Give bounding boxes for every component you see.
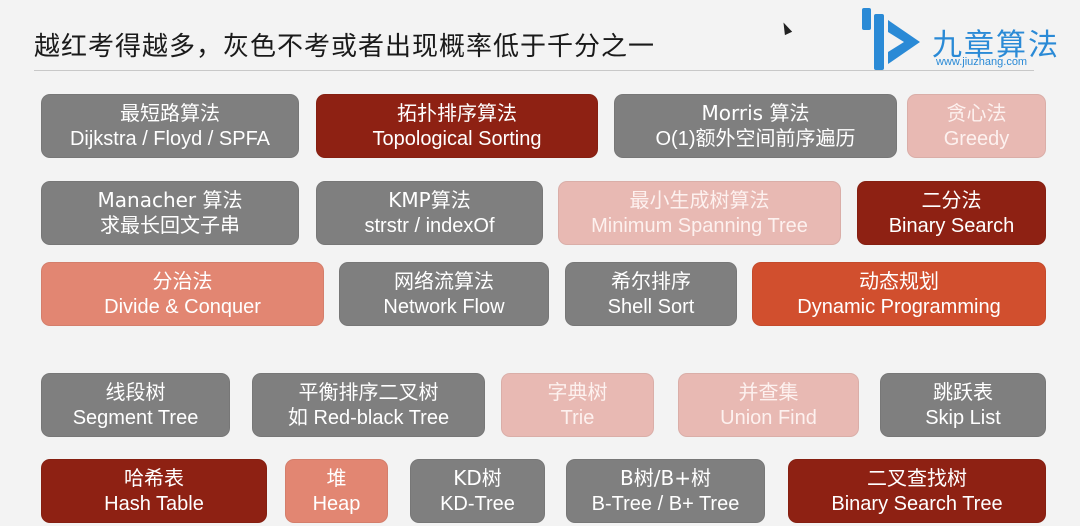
topic-name-cn: 分治法: [152, 268, 213, 293]
topic-name-en: 求最长回文子串: [100, 214, 240, 237]
topic-name-cn: Manacher 算法: [97, 187, 243, 212]
topic-name-en: Binary Search Tree: [831, 492, 1003, 515]
topic-kmp: KMP算法 strstr / indexOf: [316, 181, 543, 245]
topic-shell-sort: 希尔排序 Shell Sort: [565, 262, 737, 326]
topic-balanced-bst: 平衡排序二叉树 如 Red-black Tree: [252, 373, 485, 437]
topic-name-cn: 最小生成树算法: [629, 187, 770, 212]
topic-name-cn: 平衡排序二叉树: [298, 379, 439, 404]
mouse-cursor-icon: [779, 20, 793, 36]
topic-name-en: Minimum Spanning Tree: [591, 214, 808, 237]
topic-hash-table: 哈希表 Hash Table: [41, 459, 267, 523]
topic-kd-tree: KD树 KD-Tree: [410, 459, 545, 523]
logo-url: www.jiuzhang.com: [936, 56, 1028, 68]
topic-greedy: 贪心法 Greedy: [907, 94, 1046, 158]
topic-name-en: Dijkstra / Floyd / SPFA: [69, 127, 271, 150]
topic-name-en: Trie: [560, 406, 595, 429]
topic-name-cn: B树/B+树: [620, 465, 711, 490]
topic-name-en: Binary Search: [888, 214, 1015, 237]
topic-name-cn: 网络流算法: [394, 268, 494, 293]
topic-minimum-spanning-tree: 最小生成树算法 Minimum Spanning Tree: [558, 181, 841, 245]
topic-binary-search: 二分法 Binary Search: [857, 181, 1046, 245]
topic-name-cn: 希尔排序: [611, 268, 691, 293]
topic-name-cn: 跳跃表: [933, 379, 993, 404]
topic-name-cn: 二叉查找树: [867, 465, 967, 490]
topic-name-en: O(1)额外空间前序遍历: [655, 127, 856, 150]
logo-text: 九章算法: [932, 28, 1060, 63]
topic-name-en: Greedy: [943, 127, 1010, 150]
topic-divide-and-conquer: 分治法 Divide & Conquer: [41, 262, 324, 326]
topic-segment-tree: 线段树 Segment Tree: [41, 373, 230, 437]
topic-name-cn: 线段树: [105, 379, 166, 404]
topic-name-en: 如 Red-black Tree: [287, 406, 450, 429]
topic-name-en: Topological Sorting: [372, 127, 542, 150]
topic-name-en: B-Tree / B+ Tree: [591, 492, 740, 515]
topic-name-en: Hash Table: [104, 492, 204, 515]
topic-heap: 堆 Heap: [285, 459, 388, 523]
topic-name-en: Segment Tree: [72, 406, 199, 429]
topic-name-en: Union Find: [720, 406, 817, 429]
topic-name-cn: Morris 算法: [701, 100, 810, 125]
topic-name-cn: KD树: [453, 465, 502, 490]
topic-name-en: Heap: [312, 492, 361, 515]
topic-name-cn: 拓扑排序算法: [397, 100, 517, 125]
topic-name-cn: 并查集: [738, 379, 799, 404]
topic-name-cn: 动态规划: [859, 268, 939, 293]
topic-dynamic-programming: 动态规划 Dynamic Programming: [752, 262, 1046, 326]
topic-name-cn: 哈希表: [124, 465, 184, 490]
topic-name-en: KD-Tree: [440, 492, 515, 515]
topic-b-tree: B树/B+树 B-Tree / B+ Tree: [566, 459, 765, 523]
topic-topological-sorting: 拓扑排序算法 Topological Sorting: [316, 94, 598, 158]
logo-mark-icon: [862, 8, 920, 70]
title-divider: [34, 70, 1034, 71]
topic-name-en: Dynamic Programming: [797, 295, 1001, 318]
topic-trie: 字典树 Trie: [501, 373, 654, 437]
topic-name-en: Divide & Conquer: [104, 295, 261, 318]
topic-name-cn: 贪心法: [946, 100, 1007, 125]
topic-name-cn: 二分法: [921, 187, 982, 212]
topic-name-en: strstr / indexOf: [364, 214, 495, 237]
topic-name-en: Network Flow: [383, 295, 505, 318]
topic-network-flow: 网络流算法 Network Flow: [339, 262, 549, 326]
topic-union-find: 并查集 Union Find: [678, 373, 859, 437]
topic-binary-search-tree: 二叉查找树 Binary Search Tree: [788, 459, 1046, 523]
topic-name-cn: 最短路算法: [120, 100, 220, 125]
topic-skip-list: 跳跃表 Skip List: [880, 373, 1046, 437]
topic-name-en: Shell Sort: [607, 295, 695, 318]
topic-morris: Morris 算法 O(1)额外空间前序遍历: [614, 94, 897, 158]
topic-name-cn: 字典树: [547, 379, 608, 404]
topic-shortest-path: 最短路算法 Dijkstra / Floyd / SPFA: [41, 94, 299, 158]
topic-name-cn: KMP算法: [388, 187, 471, 212]
topic-manacher: Manacher 算法 求最长回文子串: [41, 181, 299, 245]
jiuzhang-logo: 九章算法 www.jiuzhang.com: [860, 6, 1060, 72]
topic-name-cn: 堆: [326, 465, 347, 490]
slide-title: 越红考得越多，灰色不考或者出现概率低于千分之一: [34, 32, 656, 62]
topic-name-en: Skip List: [925, 406, 1001, 429]
